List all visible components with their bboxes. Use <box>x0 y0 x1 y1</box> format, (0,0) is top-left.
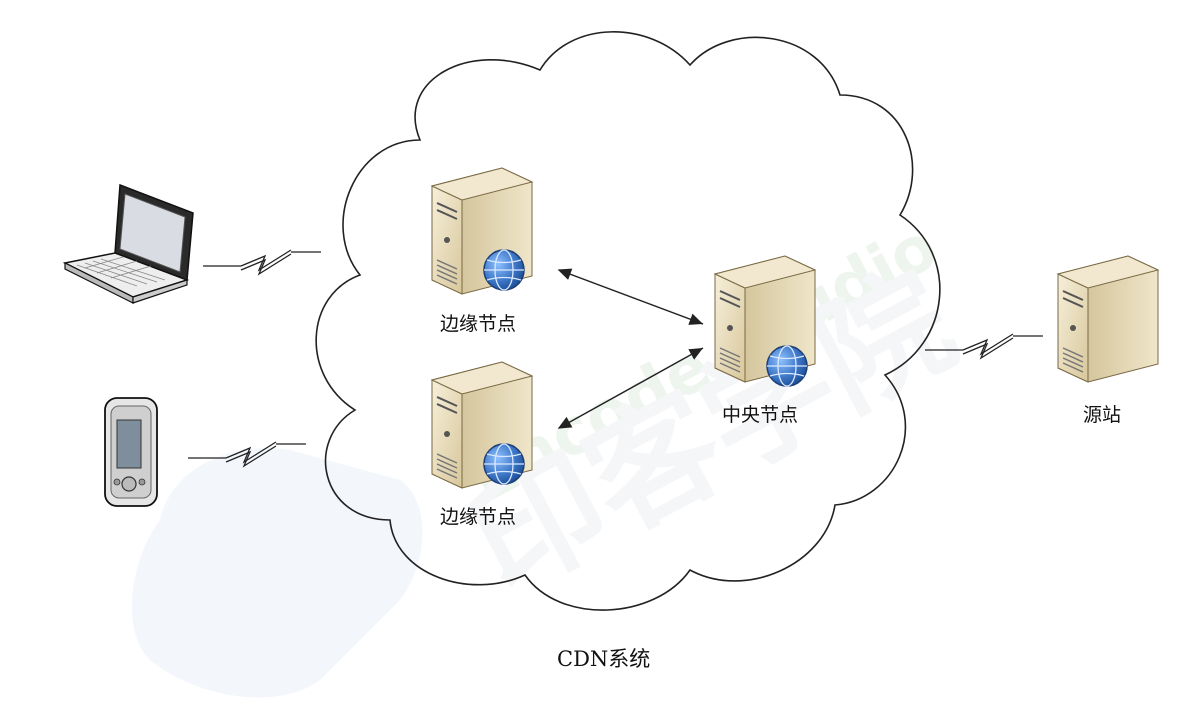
central-node-label: 中央节点 <box>722 404 799 426</box>
edge-node-bottom-label: 边缘节点 <box>440 506 517 528</box>
globe-icon <box>483 443 525 485</box>
origin-server <box>1057 255 1159 383</box>
globe-icon <box>483 249 525 291</box>
cdn-cloud <box>315 31 941 611</box>
central-node <box>714 255 816 387</box>
edge-node-top <box>431 167 533 295</box>
diagram-caption: CDN系统 <box>557 647 651 671</box>
edge-node-top-label: 边缘节点 <box>440 313 517 335</box>
edge-bottom-central-arrow <box>557 347 704 429</box>
laptop-wireless-link <box>202 249 322 275</box>
phone-icon <box>104 397 158 507</box>
edge-top-central-arrow <box>557 268 704 325</box>
globe-icon <box>766 345 808 387</box>
edge-node-bottom <box>431 361 533 489</box>
laptop-icon <box>62 183 194 304</box>
origin-server-label: 源站 <box>1083 404 1122 426</box>
